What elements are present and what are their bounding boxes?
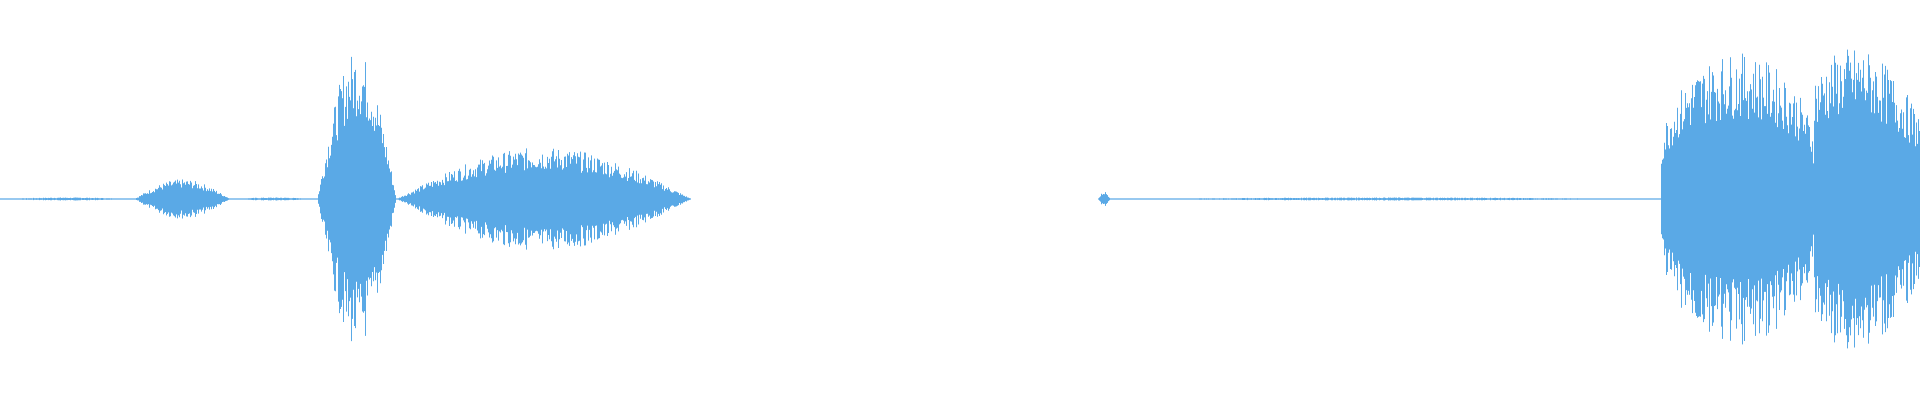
- waveform-bars: [0, 49, 1920, 349]
